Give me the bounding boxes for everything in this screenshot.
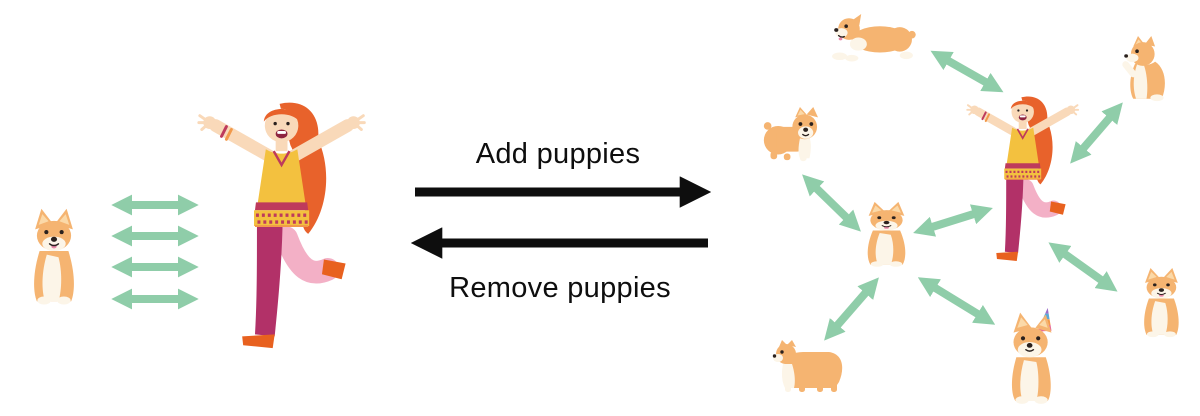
link-arrow	[1048, 242, 1118, 292]
happy-person-icon	[967, 96, 1078, 261]
corgi-running-icon	[831, 13, 917, 63]
corgi-sitting-icon	[33, 208, 75, 306]
link-arrow	[917, 277, 996, 325]
corgi-walking-profile-icon	[772, 340, 843, 392]
remove-puppies-label: Remove puppies	[449, 272, 671, 304]
corgi-unicorn-horn-icon	[1012, 306, 1055, 404]
add-puppies-label: Add puppies	[475, 138, 641, 170]
link-arrow	[802, 174, 861, 232]
link-arrow	[913, 204, 993, 237]
link-arrow	[1070, 102, 1123, 164]
corgi-puppy-icon	[1143, 267, 1180, 338]
corgi-sitting-profile-icon	[1124, 36, 1165, 101]
corgi-sitting-icon	[867, 201, 906, 268]
corgi-standing-icon	[763, 106, 819, 162]
link-arrow	[930, 50, 1004, 93]
happy-person-icon	[199, 103, 364, 349]
link-arrow	[824, 277, 879, 341]
